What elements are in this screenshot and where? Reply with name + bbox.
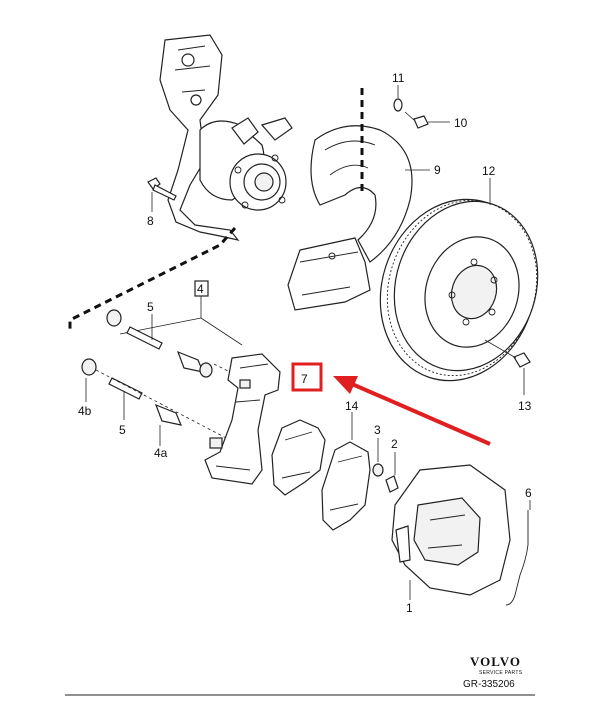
callout-5-lower: 5 [119, 423, 126, 437]
wear-sensor [505, 500, 531, 606]
washer-11-bolt-10 [393, 85, 450, 129]
group-dashed-line [68, 88, 364, 330]
steering-knuckle [159, 34, 293, 241]
callout-11: 11 [392, 71, 405, 85]
brake-pads [271, 412, 371, 531]
caliper-bracket [204, 353, 281, 485]
dust-shield [287, 125, 413, 311]
brand-subtitle: SERVICE PARTS [479, 670, 523, 676]
bolt-8 [147, 177, 177, 212]
diagram-code: GR-335206 [463, 679, 515, 690]
callout-4b: 4b [78, 404, 92, 418]
callout-2: 2 [391, 437, 398, 451]
callout-12: 12 [482, 164, 496, 178]
callout-4a: 4a [154, 446, 168, 460]
bolt-13 [484, 339, 531, 395]
callout-10: 10 [454, 116, 468, 130]
guide-pin-lower [81, 358, 182, 446]
caliper [391, 464, 511, 600]
callout-7: 7 [301, 372, 308, 386]
highlight-box [291, 362, 323, 392]
assembly-link [95, 363, 247, 441]
callout-13: 13 [518, 399, 532, 413]
arrow-shaft [351, 382, 491, 446]
callout-4: 4 [197, 282, 204, 296]
callout-6: 6 [525, 486, 532, 500]
arrow-head [333, 376, 358, 394]
brand-logo: VOLVO [470, 654, 521, 669]
callout-3: 3 [374, 423, 381, 437]
guide-pin-upper [106, 309, 213, 378]
callout-8: 8 [147, 214, 154, 228]
callout-9: 9 [434, 163, 441, 177]
pointer-arrow [333, 376, 491, 446]
brake-disc [379, 198, 539, 382]
callout-14: 14 [345, 399, 359, 413]
callout-1: 1 [406, 601, 413, 615]
callout-5-upper: 5 [147, 300, 154, 314]
parts-3-2 [372, 438, 399, 493]
